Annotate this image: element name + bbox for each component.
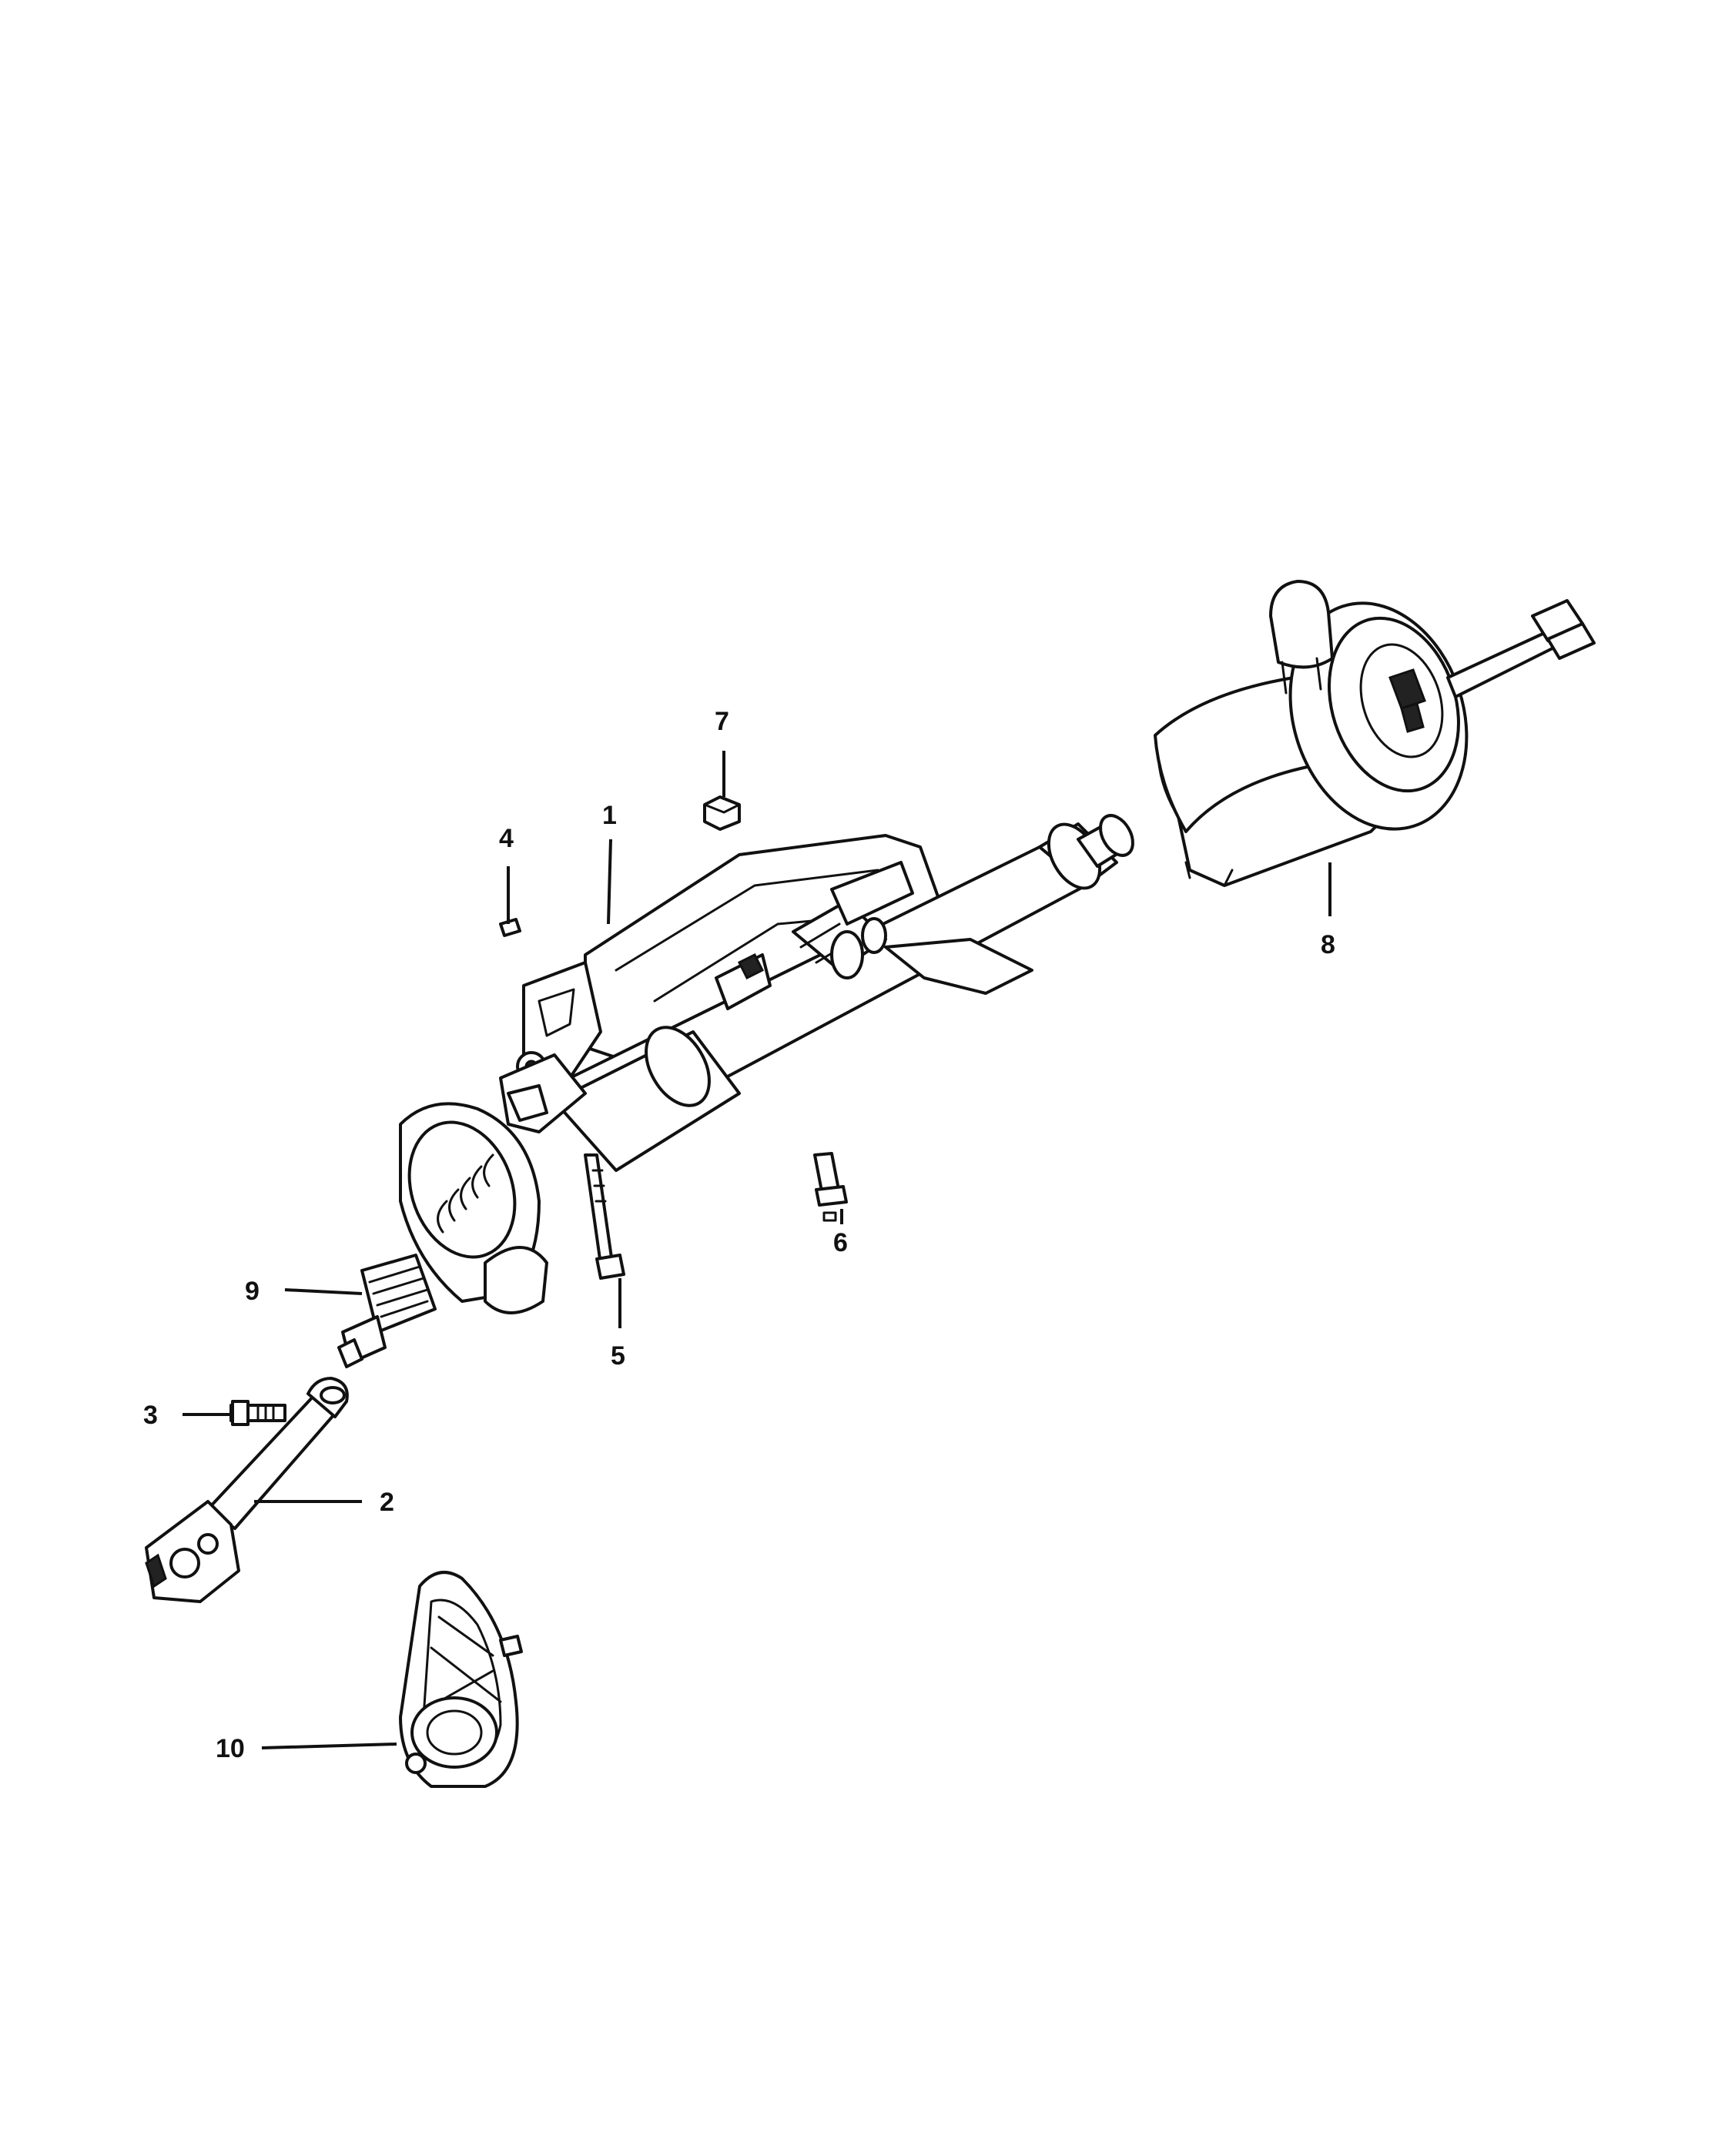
callout-3: 3 [143, 1401, 158, 1430]
callout-2: 2 [380, 1488, 394, 1517]
callout-1: 1 [602, 801, 617, 830]
part-8-clockspring-module [1154, 580, 1596, 887]
part-7-nut [703, 795, 741, 831]
part-2-intermediate-shaft [145, 1377, 349, 1603]
callout-9: 9 [245, 1277, 260, 1306]
part-9-boot-seal [337, 1102, 548, 1368]
leader-lines [183, 751, 1331, 1749]
part-4-clip [499, 918, 521, 937]
callout-4: 4 [499, 824, 514, 853]
part-6-bolt [813, 1152, 848, 1222]
part-10-seal-plate [399, 1571, 523, 1788]
callout-8: 8 [1321, 930, 1335, 959]
part-1-steering-column [499, 814, 1134, 1172]
part-5-bolt [584, 1153, 625, 1280]
callout-5: 5 [611, 1341, 625, 1371]
callout-labels: 1 2 3 4 5 6 7 8 9 10 [143, 707, 1335, 1763]
callout-7: 7 [715, 707, 729, 736]
part-3-bolt [229, 1400, 286, 1426]
callout-10: 10 [216, 1734, 245, 1763]
callout-6: 6 [833, 1228, 848, 1257]
